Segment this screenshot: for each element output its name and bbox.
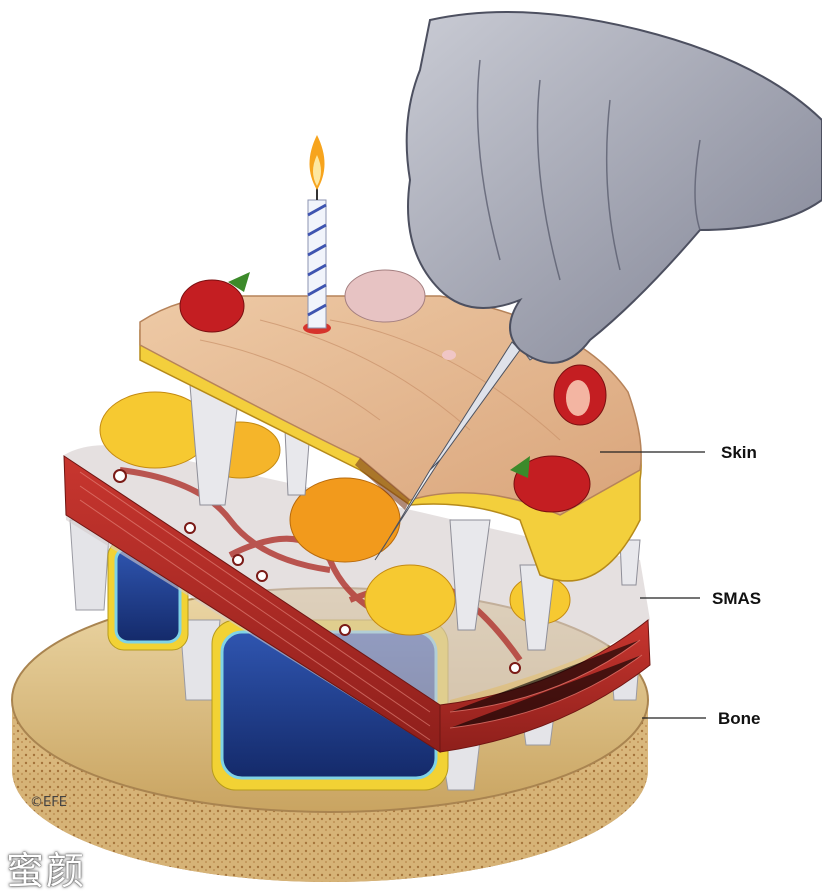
label-leaders [600, 451, 706, 719]
smas-layer [63, 445, 651, 753]
cream-dome [344, 269, 426, 323]
watermark: 蜜颜 [6, 849, 87, 893]
fibrous-septa [189, 384, 641, 651]
strawberry-icon [179, 272, 607, 513]
smas-label: SMAS [712, 589, 762, 608]
bone-label: Bone [718, 709, 761, 728]
copyright-credit: ©EFE [30, 795, 67, 810]
candle-icon [303, 135, 456, 360]
glove-hand-icon [405, 11, 822, 364]
skin-label: Skin [721, 443, 757, 462]
